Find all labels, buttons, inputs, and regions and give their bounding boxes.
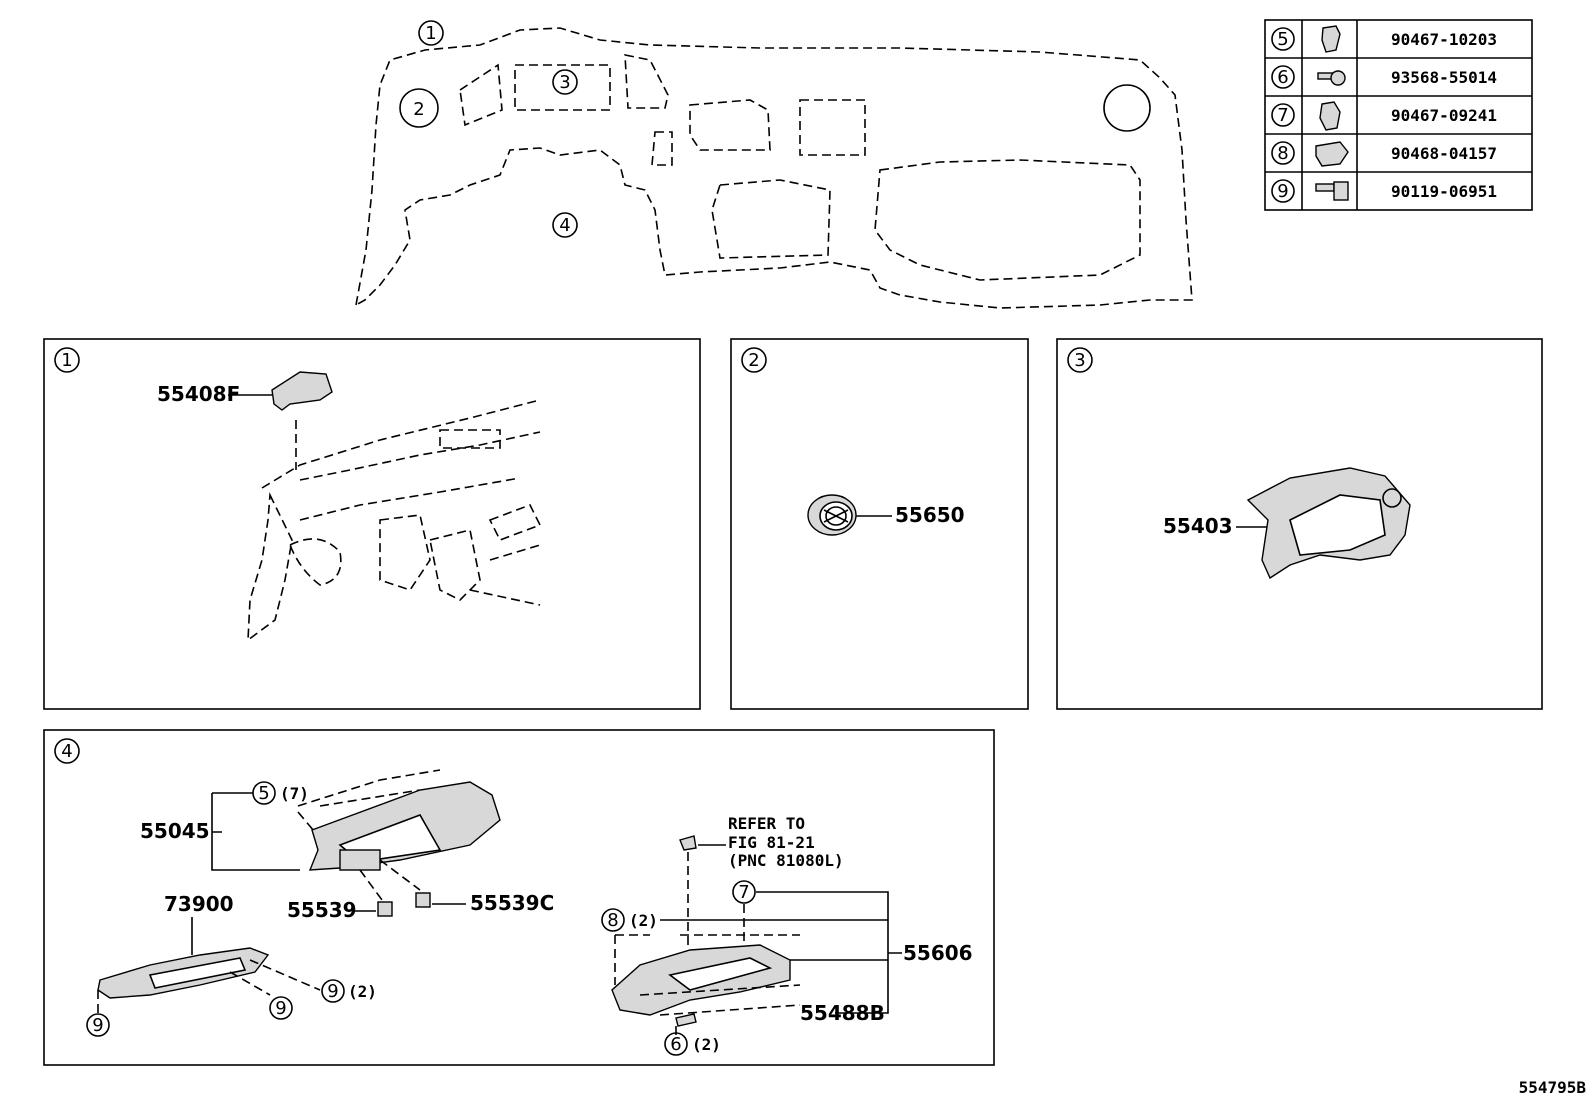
bolt-icon [1315, 181, 1349, 201]
part-label-55408F: 55408F [157, 382, 240, 406]
table-row: 7 90467-09241 [1271, 101, 1497, 131]
table-part-number: 90468-04157 [1391, 144, 1497, 163]
part-label-73900: 73900 [164, 892, 234, 916]
refer-note-line1: REFER TO [728, 814, 805, 833]
overview-marker-2: 2 [413, 99, 424, 120]
table-row: 9 90119-06951 [1271, 179, 1497, 203]
table-part-number: 90467-10203 [1391, 30, 1497, 49]
clip-8-qty: (2) [629, 911, 658, 930]
overview-marker-2-circle [399, 88, 439, 128]
overview-marker-4-circle [552, 212, 578, 238]
table-row: 5 90467-10203 [1271, 25, 1497, 53]
bolt-9c-qty: (2) [348, 982, 377, 1001]
vent-part [807, 494, 857, 536]
panel-3-marker: 3 [1074, 350, 1085, 371]
table-ref: 8 [1277, 143, 1288, 164]
clip-5-qty: (7) [280, 784, 309, 803]
screw-ref-6: 6 [670, 1034, 681, 1055]
table-row: 8 90468-04157 [1271, 141, 1497, 167]
fastener-table: 5 90467-10203 6 93568-55014 7 90467-0924… [1264, 19, 1533, 211]
switch-55539C-part [415, 892, 431, 908]
screw-6-qty: (2) [692, 1035, 721, 1054]
table-part-number: 90467-09241 [1391, 106, 1497, 125]
table-ref: 9 [1277, 181, 1288, 202]
overview-marker-3-circle [552, 69, 578, 95]
part-label-55488B: 55488B [800, 1001, 885, 1025]
dash-cover-part [271, 371, 333, 411]
panel-2-marker: 2 [748, 350, 759, 371]
part-label-55539: 55539 [287, 898, 357, 922]
part-label-55539C: 55539C [470, 891, 554, 915]
bolt-ref-9c: 9 [327, 981, 338, 1002]
figure-code: 554795B [1519, 1078, 1587, 1097]
panel-3: 3 55403 [1056, 338, 1543, 710]
dashboard-assembly [247, 399, 542, 642]
table-ref: 7 [1277, 105, 1288, 126]
table-part-number: 90119-06951 [1391, 182, 1497, 201]
clip-ref-7: 7 [738, 882, 749, 903]
panel-4-marker: 4 [61, 741, 72, 762]
overview-marker-4: 4 [559, 215, 570, 236]
table-row: 6 93568-55014 [1271, 65, 1497, 89]
sub-panel-part [675, 1013, 697, 1027]
part-label-55045: 55045 [140, 819, 210, 843]
clip-ref-8: 8 [607, 910, 618, 931]
overview-dashboard: 1 2 3 4 [354, 20, 1193, 309]
part-label-55606: 55606 [903, 941, 973, 965]
panel-1: 1 55408F [43, 338, 701, 710]
table-ref: 5 [1277, 29, 1288, 50]
panel-2: 2 55650 [730, 338, 1029, 710]
part-label-55403: 55403 [1163, 514, 1233, 538]
part-label-55650: 55650 [895, 503, 965, 527]
bolt-ref-9a: 9 [92, 1015, 103, 1036]
table-part-number: 93568-55014 [1391, 68, 1497, 87]
switch-55539-part [377, 901, 393, 917]
overview-marker-3: 3 [559, 72, 570, 93]
clip-ref-5: 5 [258, 783, 269, 804]
screw-icon [1317, 70, 1346, 86]
clip-icon [1315, 141, 1349, 167]
overview-marker-1-circle [418, 20, 444, 46]
refer-note-line3: (PNC 81080L) [728, 851, 844, 870]
panel-4: 4 55045 5 (7) 55539 55539C 73900 9 9 9 [43, 729, 995, 1066]
table-ref: 6 [1277, 67, 1288, 88]
panel-1-marker: 1 [61, 350, 72, 371]
refer-note-line2: FIG 81-21 [728, 833, 815, 852]
clip-icon [1321, 25, 1341, 53]
clip-icon [1319, 101, 1341, 131]
overview-marker-1: 1 [425, 23, 436, 44]
bolt-ref-9b: 9 [275, 998, 286, 1019]
